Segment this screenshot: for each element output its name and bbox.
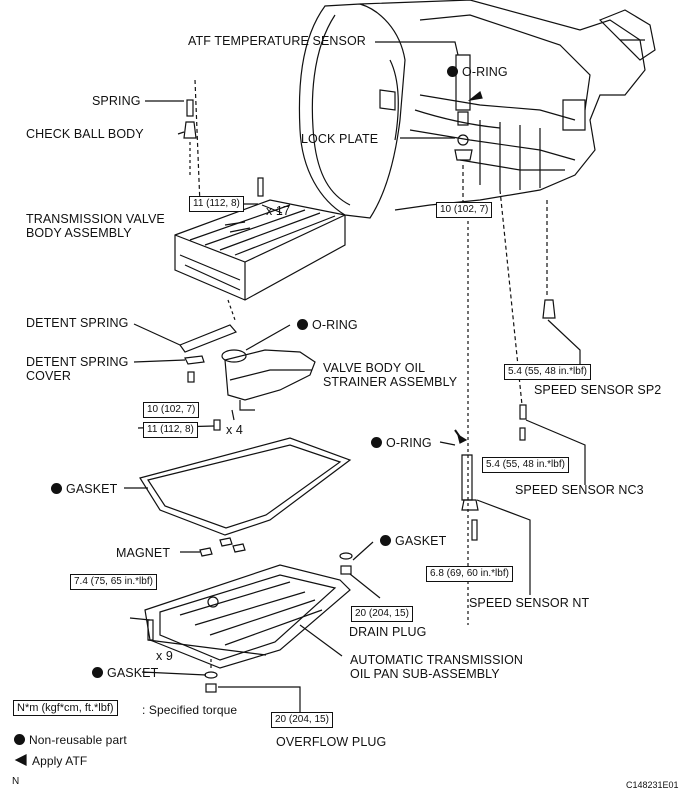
non-reusable-dot-icon	[297, 319, 308, 330]
spring-check-ball	[145, 79, 201, 206]
legend-torque-key: N*m (kgf*cm, ft.*lbf)	[13, 700, 118, 716]
non-reusable-dot-icon	[371, 437, 382, 448]
gasket-pan-text: GASKET	[66, 482, 118, 496]
label-atf-temperature-sensor: ATF TEMPERATURE SENSOR	[188, 34, 366, 48]
legend-apply-atf: Apply ATF	[32, 754, 88, 768]
magnets	[180, 537, 246, 557]
torque-10-detent: 10 (102, 7)	[143, 402, 200, 418]
atf-arrows	[14, 90, 483, 766]
pan-gasket	[124, 437, 352, 536]
label-gasket-pan: GASKET	[51, 482, 117, 496]
label-detent-spring-cover: DETENT SPRING COVER	[26, 355, 129, 383]
transmission-case	[298, 0, 656, 219]
label-overflow-plug: OVERFLOW PLUG	[276, 735, 387, 749]
non-reusable-dot-icon	[51, 483, 62, 494]
qty-17: x 17	[266, 204, 291, 218]
label-speed-sensor-nt: SPEED SENSOR NT	[469, 596, 590, 610]
torque-11-top: 11 (112, 8)	[189, 196, 244, 212]
label-o-ring-mid: O-RING	[297, 318, 358, 332]
label-gasket-drain: GASKET	[380, 534, 446, 548]
label-gasket-overflow: GASKET	[92, 666, 158, 680]
torque-nt: 6.8 (69, 60 in.*lbf)	[426, 566, 513, 582]
o-ring-mid-text: O-RING	[312, 318, 358, 332]
overflow-plug-parts	[141, 658, 301, 712]
drain-plug-parts	[339, 541, 381, 599]
label-transmission-valve-body: TRANSMISSION VALVE BODY ASSEMBLY	[26, 212, 165, 240]
label-o-ring-top: O-RING	[447, 65, 508, 79]
torque-overflow: 20 (204, 15)	[271, 712, 333, 728]
o-ring-right-text: O-RING	[386, 436, 432, 450]
torque-pan: 7.4 (75, 65 in.*lbf)	[70, 574, 157, 590]
corner-letter: N	[12, 776, 20, 787]
gasket-drain-text: GASKET	[395, 534, 447, 548]
detent-and-strainer	[133, 299, 316, 431]
o-ring-top-text: O-RING	[462, 65, 508, 79]
torque-10-lockplate: 10 (102, 7)	[436, 202, 493, 218]
label-drain-plug: DRAIN PLUG	[349, 625, 427, 639]
gasket-overflow-text: GASKET	[107, 666, 159, 680]
non-reusable-dot-icon	[447, 66, 458, 77]
qty-9: x 9	[156, 649, 173, 663]
atf-sensor-parts	[375, 41, 473, 625]
torque-drain: 20 (204, 15)	[351, 606, 413, 622]
label-detent-spring: DETENT SPRING	[26, 316, 129, 330]
torque-11-strainer: 11 (112, 8)	[143, 422, 198, 438]
label-magnet: MAGNET	[116, 546, 171, 560]
torque-sp2: 5.4 (55, 48 in.*lbf)	[504, 364, 591, 380]
label-strainer: VALVE BODY OIL STRAINER ASSEMBLY	[323, 361, 458, 389]
label-automatic-oil-pan: AUTOMATIC TRANSMISSION OIL PAN SUB-ASSEM…	[350, 653, 524, 681]
label-lock-plate: LOCK PLATE	[301, 132, 379, 146]
figure-code: C148231E01	[626, 780, 679, 790]
label-speed-sensor-nc3: SPEED SENSOR NC3	[515, 483, 644, 497]
label-speed-sensor-sp2: SPEED SENSOR SP2	[534, 383, 662, 397]
non-reusable-dot-icon	[380, 535, 391, 546]
legend-non-reusable: Non-reusable part	[14, 733, 127, 747]
valve-body-assembly	[174, 177, 346, 301]
legend-non-reusable-text: Non-reusable part	[29, 733, 127, 747]
qty-4: x 4	[226, 423, 243, 437]
non-reusable-dot-icon	[92, 667, 103, 678]
non-reusable-dot-icon	[14, 734, 25, 745]
label-spring: SPRING	[92, 94, 141, 108]
torque-nc3: 5.4 (55, 48 in.*lbf)	[482, 457, 569, 473]
label-check-ball-body: CHECK BALL BODY	[26, 127, 144, 141]
legend-torque-desc: : Specified torque	[142, 703, 238, 717]
label-o-ring-right: O-RING	[371, 436, 432, 450]
